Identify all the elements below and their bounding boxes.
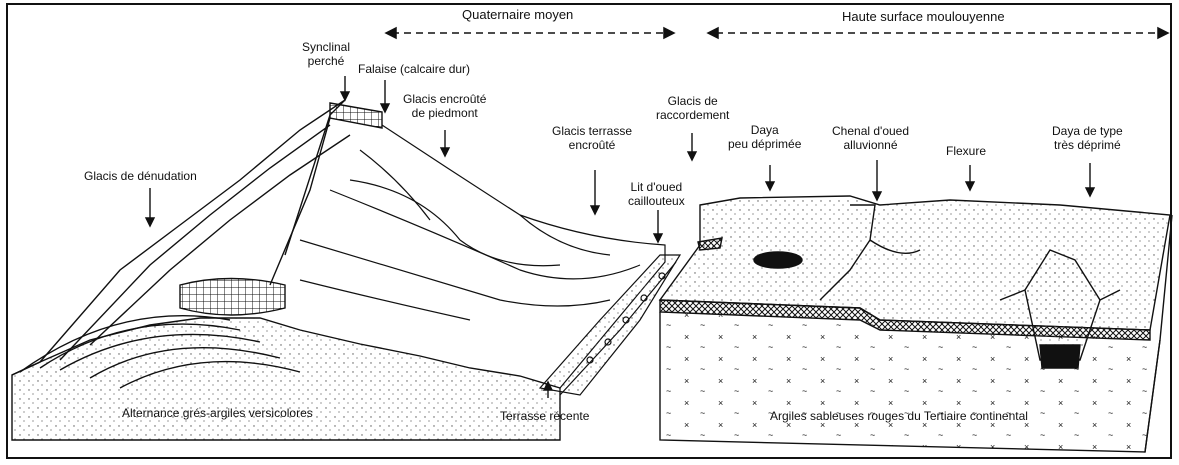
label-lit-oued: Lit d'oued caillouteux (628, 180, 685, 208)
label-synclinal-perche: Synclinal perché (302, 40, 350, 68)
terrace-section (540, 255, 680, 395)
label-quaternaire-moyen: Quaternaire moyen (462, 8, 573, 22)
label-glacis-denudation: Glacis de dénudation (84, 169, 197, 183)
label-haute-surface: Haute surface moulouyenne (842, 10, 1005, 24)
label-daya-peu: Daya peu déprimée (728, 123, 801, 151)
label-argiles: Argiles sableuses rouges du Tertiaire co… (770, 409, 1028, 423)
label-glacis-terrasse: Glacis terrasse encroûté (552, 124, 632, 152)
label-glacis-raccordement: Glacis de raccordement (656, 94, 729, 122)
label-terrasse-recente: Terrasse récente (500, 409, 589, 423)
label-alternance: Alternance grés-argiles versicolores (122, 406, 313, 420)
synclinal-structure (180, 100, 382, 315)
left-block (12, 100, 560, 440)
header-arrows (386, 28, 1168, 38)
label-chenal: Chenal d'oued alluvionné (832, 124, 909, 152)
label-flexure: Flexure (946, 144, 986, 158)
label-falaise: Falaise (calcaire dur) (358, 62, 470, 76)
label-daya-tres: Daya de type très déprimé (1052, 124, 1123, 152)
label-glacis-piedmont: Glacis encroûté de piedmont (403, 92, 486, 120)
